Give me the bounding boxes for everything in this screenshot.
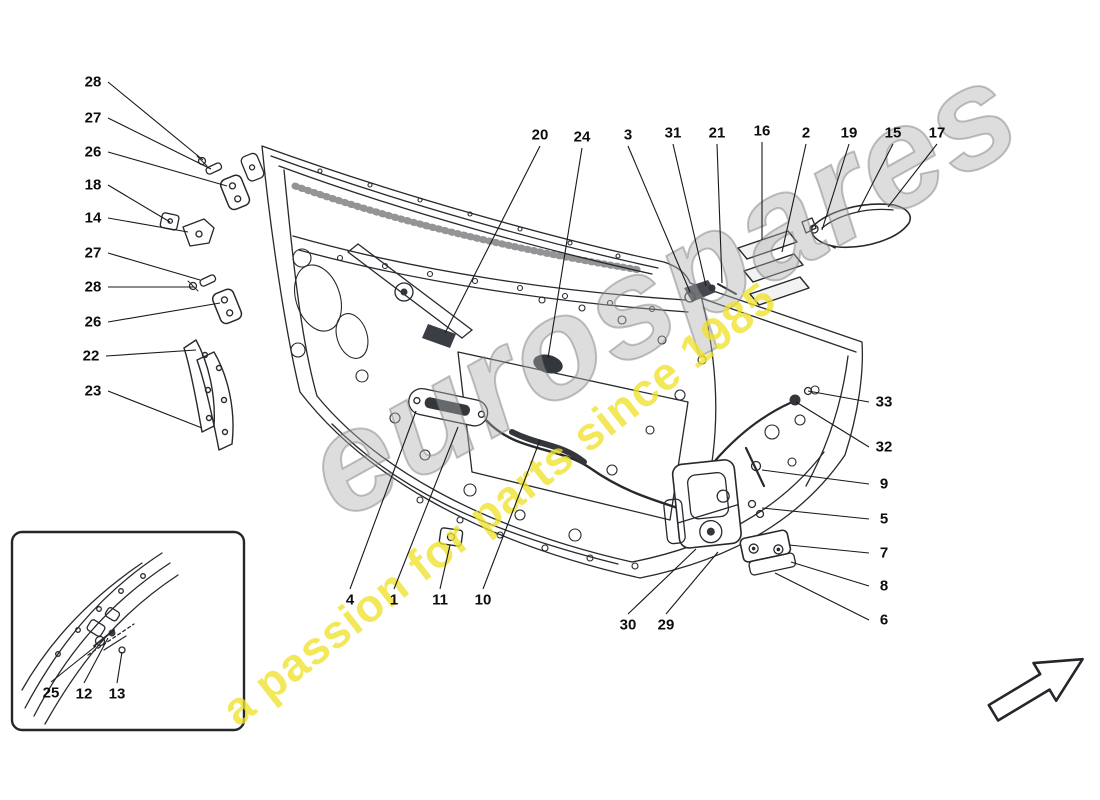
- leader-line-25: [50, 645, 97, 683]
- leader-line-14: [107, 217, 189, 233]
- leader-line-2: [781, 143, 807, 253]
- leader-line-10: [482, 439, 541, 590]
- striker-group: [739, 529, 797, 576]
- leader-line-17: [887, 143, 938, 208]
- leader-line-6: [774, 572, 870, 621]
- latch-screws: [744, 446, 766, 519]
- lock-cables: [484, 386, 813, 512]
- hinge-upper-group: [196, 152, 265, 211]
- inset-box: [10, 530, 246, 732]
- window-regulator: [347, 243, 473, 348]
- leader-line-23: [107, 390, 203, 429]
- leader-line-21: [716, 143, 723, 284]
- leader-line-26: [107, 302, 221, 323]
- leader-line-7: [788, 544, 870, 554]
- exterior-handle-group: [801, 203, 911, 249]
- leader-line-28: [107, 81, 204, 161]
- leader-line-27: [107, 252, 201, 281]
- leader-line-15: [857, 143, 894, 213]
- leader-line-29: [665, 551, 719, 615]
- leader-line-20: [444, 145, 541, 334]
- leader-line-19: [821, 143, 850, 231]
- door-outline: [261, 145, 863, 579]
- leader-line-8: [790, 561, 870, 587]
- latch-assembly: [663, 459, 742, 549]
- leader-line-22: [105, 349, 197, 357]
- edge-guards-group: [183, 339, 234, 451]
- panel-holes: [290, 168, 820, 570]
- interior-handle-group: [408, 387, 489, 427]
- hinge-lower-group: [187, 274, 243, 325]
- leader-line-4: [349, 410, 417, 590]
- leader-line-13: [116, 651, 123, 684]
- leader-line-30: [627, 548, 697, 615]
- leader-line-1: [393, 426, 459, 590]
- handle-mechanism: [684, 280, 737, 303]
- leader-line-3: [627, 145, 691, 293]
- leader-line-9: [761, 469, 870, 485]
- leader-line-5: [761, 507, 870, 520]
- leader-line-18: [107, 184, 171, 223]
- leader-line-26: [107, 151, 228, 187]
- leader-line-32: [795, 401, 870, 448]
- leader-line-31: [672, 143, 707, 287]
- leader-line-24: [547, 147, 583, 359]
- handle-gaskets: [737, 230, 810, 306]
- clip-part: [438, 527, 464, 547]
- leader-line-27: [107, 117, 212, 170]
- leader-line-11: [439, 544, 451, 590]
- leader-line-12: [83, 637, 109, 684]
- leader-line-33: [807, 390, 870, 403]
- cable-grommet: [533, 354, 563, 374]
- direction-arrow-icon: [987, 657, 1084, 722]
